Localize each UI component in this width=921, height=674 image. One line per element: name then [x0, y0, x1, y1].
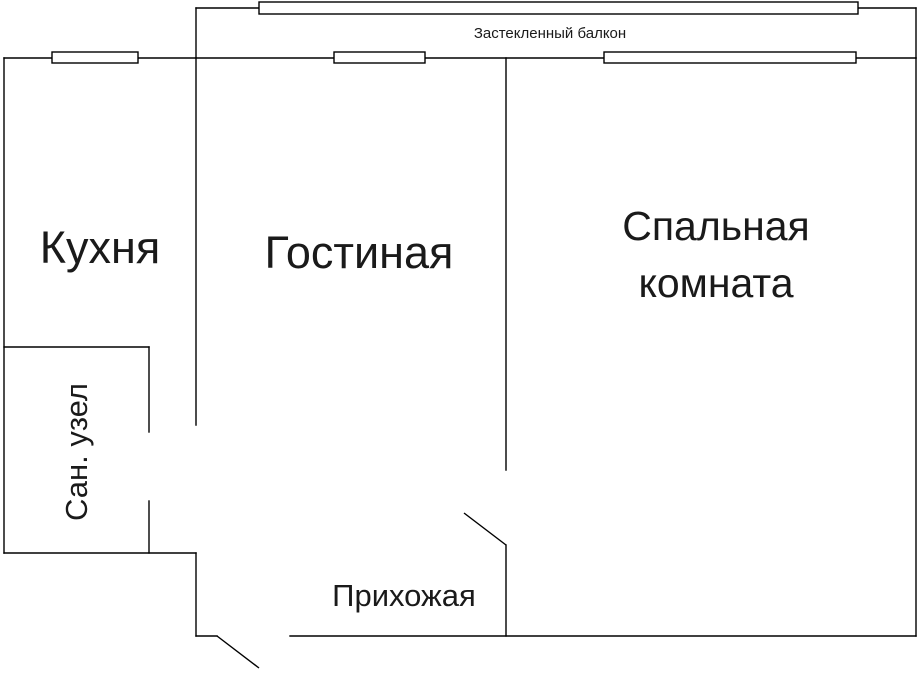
hallway-label: Прихожая — [332, 578, 476, 613]
balcony-label: Застекленный балкон — [474, 25, 626, 42]
bathroom-label: Сан. узел — [59, 383, 94, 521]
bedroom-label-line1: Спальная — [622, 203, 810, 249]
living-room-label: Гостиная — [265, 227, 454, 278]
bedroom-door — [463, 512, 507, 546]
interior-walls — [3, 57, 507, 637]
bedroom-label-line2: комната — [638, 260, 793, 306]
kitchen-window — [51, 51, 139, 64]
balcony-window — [258, 1, 859, 15]
entrance-door — [216, 635, 260, 669]
living-room-window — [333, 51, 426, 64]
kitchen-label: Кухня — [40, 222, 160, 273]
bedroom-window — [603, 51, 857, 64]
